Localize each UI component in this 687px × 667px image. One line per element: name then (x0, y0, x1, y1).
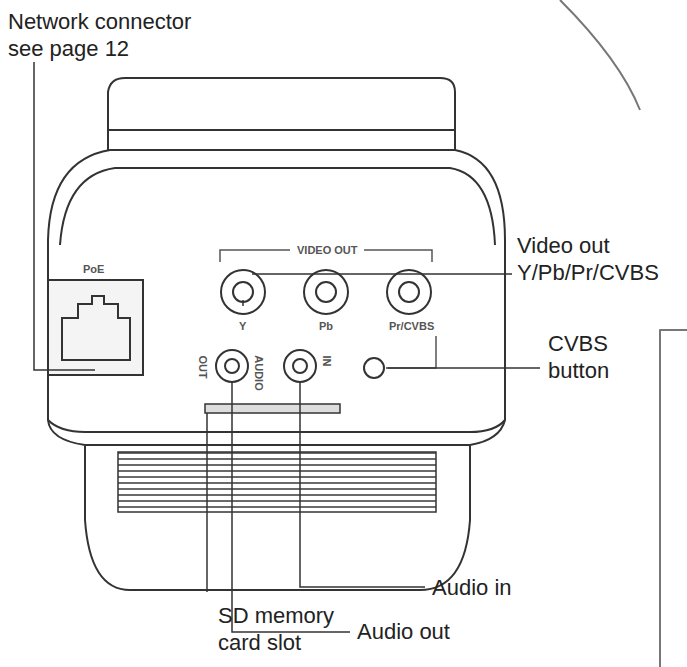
port-label: IN (320, 354, 332, 367)
port-label: VIDEO OUT (296, 244, 359, 256)
sd-card-slot (205, 404, 340, 413)
callout-label: Audio out (357, 618, 507, 645)
callout-label: CVBS button (548, 330, 658, 384)
callout-label: Video out Y/Pb/Pr/CVBS (517, 232, 682, 286)
camera-housing (48, 0, 687, 667)
callout-label: Network connector see page 12 (8, 8, 218, 62)
speaker-grille (118, 452, 436, 512)
port-label: Pr/CVBS (388, 320, 435, 332)
leader-lines (34, 62, 540, 632)
cvbs-bracket (388, 336, 436, 368)
port-label: AUDIO (252, 354, 264, 391)
port-label: Pb (318, 320, 334, 332)
video-out-jacks (221, 270, 431, 314)
audio-jacks (216, 350, 384, 382)
callout-label: Audio in (432, 574, 572, 601)
port-label: OUT (196, 354, 208, 379)
callout-label: SD memory card slot (218, 602, 348, 656)
cvbs-button (364, 358, 384, 378)
network-connector (48, 280, 143, 375)
port-label: PoE (82, 263, 105, 275)
port-label: Y (238, 320, 247, 332)
